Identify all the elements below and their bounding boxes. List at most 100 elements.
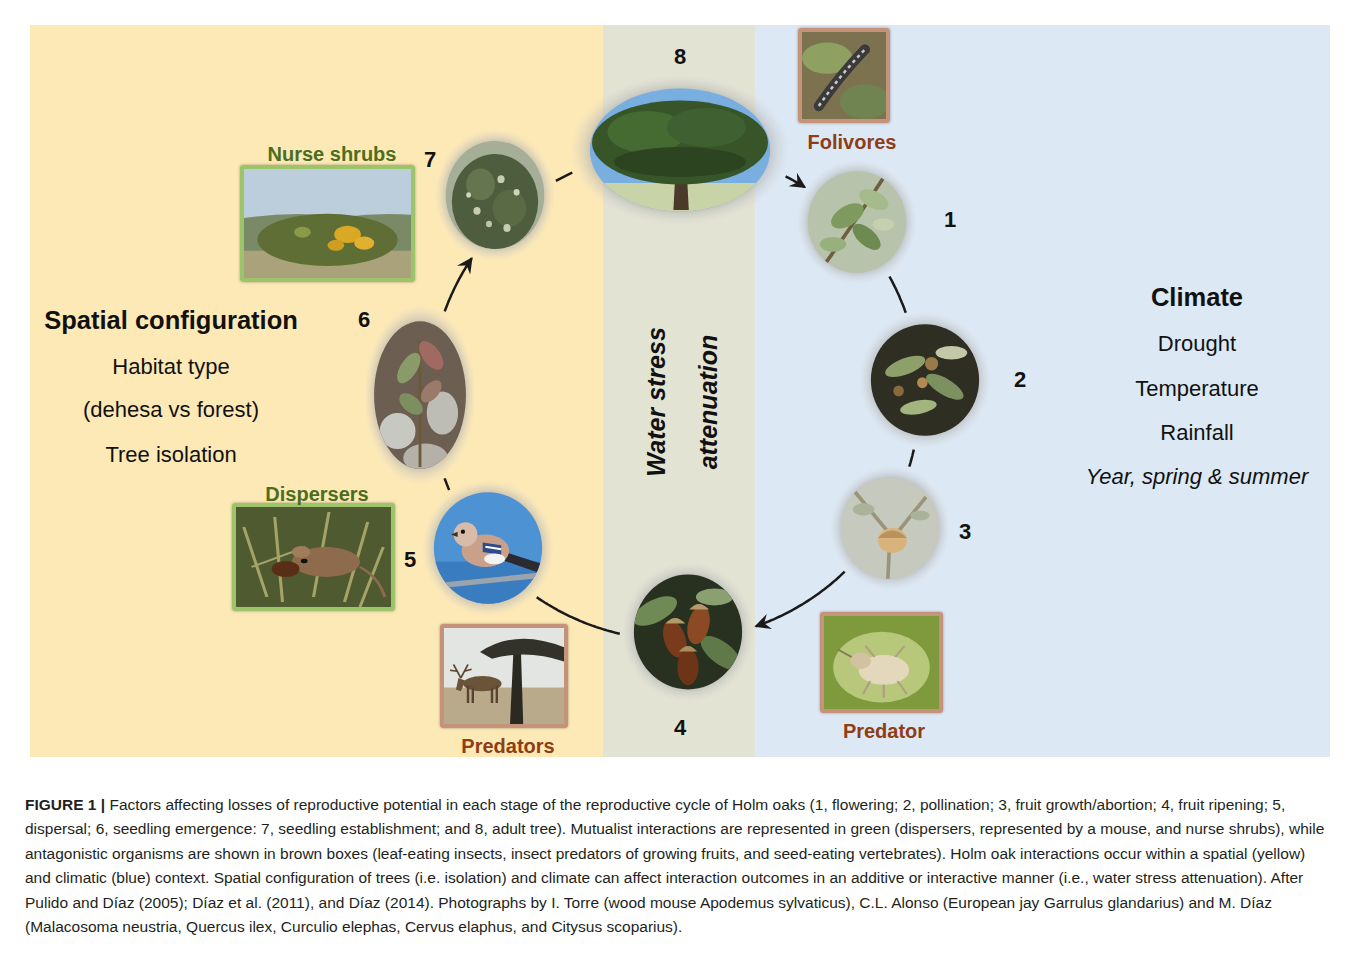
illustration-part bbox=[850, 652, 871, 669]
band-item: Habitat type bbox=[41, 354, 301, 380]
illustration-part bbox=[364, 305, 476, 485]
photo-illustration bbox=[236, 507, 391, 607]
illustration-part bbox=[859, 312, 991, 448]
band-item: Tree isolation bbox=[41, 442, 301, 468]
illustration-part bbox=[830, 466, 950, 590]
photo-illustration bbox=[244, 169, 411, 278]
illustration-part bbox=[493, 190, 527, 227]
illustration-part bbox=[859, 312, 991, 448]
photo-illustration bbox=[364, 305, 476, 485]
illustration-part bbox=[820, 237, 846, 252]
illustration-part bbox=[328, 240, 345, 251]
illustration-part bbox=[677, 649, 698, 685]
illustration-part bbox=[257, 214, 397, 266]
illustration-part bbox=[435, 129, 555, 261]
band-heading: Spatial configuration bbox=[36, 305, 306, 336]
illustration-part bbox=[878, 528, 907, 553]
illustration-part bbox=[910, 511, 929, 521]
cycle-arrow bbox=[786, 176, 805, 187]
illustration-part bbox=[666, 618, 686, 624]
interaction-label: Predators bbox=[413, 734, 603, 758]
illustration-part bbox=[497, 175, 504, 183]
illustration-part bbox=[485, 547, 501, 550]
figure-caption: FIGURE 1 | Factors affecting losses of r… bbox=[25, 793, 1335, 939]
illustration-part bbox=[483, 543, 501, 555]
antagonist-photo-box: Predators bbox=[440, 624, 568, 728]
illustration-part bbox=[917, 377, 928, 388]
band-heading: Climate bbox=[1077, 282, 1317, 313]
illustration-part bbox=[461, 530, 465, 534]
cycle-arrow bbox=[445, 258, 472, 311]
illustration-part bbox=[244, 214, 411, 278]
illustration-part bbox=[422, 480, 554, 616]
spatial-context-band: 567PredatorsDispersersNurse shrubsSpatia… bbox=[30, 25, 603, 757]
illustration-part bbox=[435, 129, 555, 261]
illustration-part bbox=[936, 346, 968, 360]
illustration-part bbox=[468, 686, 497, 703]
illustration-part bbox=[873, 218, 895, 230]
illustration-part bbox=[819, 49, 865, 106]
illustration-part bbox=[899, 397, 938, 417]
photo-illustration bbox=[422, 480, 554, 616]
band-item: (dehesa vs forest) bbox=[41, 397, 301, 423]
photo-illustration bbox=[435, 129, 555, 261]
mutualist-photo-box: Nurse shrubs bbox=[240, 165, 415, 282]
stage-circle: 8 bbox=[570, 75, 790, 225]
illustration-part bbox=[830, 466, 950, 590]
illustration-part bbox=[484, 553, 505, 564]
illustration-part bbox=[419, 376, 444, 408]
cycle-arrow bbox=[537, 597, 620, 634]
interaction-label: Dispersers bbox=[222, 482, 412, 506]
illustration-part bbox=[294, 227, 311, 238]
photo-illustration bbox=[830, 466, 950, 590]
illustration-part bbox=[364, 305, 476, 485]
illustration-part bbox=[444, 628, 564, 724]
illustration-part bbox=[403, 444, 448, 473]
illustration-part bbox=[689, 604, 709, 610]
illustration-part bbox=[840, 84, 886, 119]
cycle-arrow bbox=[909, 450, 914, 467]
illustration-part bbox=[863, 646, 907, 698]
illustration-part bbox=[444, 688, 564, 724]
interaction-label: Nurse shrubs bbox=[237, 142, 427, 166]
stage-number: 8 bbox=[660, 44, 700, 70]
photo-illustration bbox=[802, 32, 886, 119]
stage-circle: 6 bbox=[364, 305, 476, 485]
illustration-part bbox=[622, 562, 754, 702]
stage-number: 1 bbox=[930, 207, 970, 233]
illustration-part bbox=[422, 480, 554, 616]
illustration-part bbox=[244, 512, 384, 607]
illustration-part bbox=[797, 160, 917, 284]
illustration-part bbox=[923, 369, 968, 405]
illustration-part bbox=[450, 664, 472, 677]
illustration-part bbox=[878, 530, 907, 537]
band-item: Temperature bbox=[1077, 376, 1317, 402]
interaction-label: Folivores bbox=[757, 130, 947, 154]
illustration-part bbox=[236, 507, 391, 607]
photo-illustration bbox=[797, 160, 917, 284]
illustration-part bbox=[622, 562, 754, 702]
illustration-part bbox=[570, 75, 790, 225]
illustration-part bbox=[925, 357, 938, 371]
illustration-part bbox=[272, 561, 300, 577]
illustration-part bbox=[570, 75, 790, 225]
illustration-part bbox=[292, 546, 311, 558]
illustration-part bbox=[570, 75, 790, 225]
illustration-part bbox=[622, 562, 754, 702]
stage-circle: 3 bbox=[830, 466, 950, 590]
illustration-part bbox=[856, 185, 891, 214]
illustration-part bbox=[833, 632, 930, 703]
illustration-part bbox=[380, 413, 416, 449]
stage-number: 2 bbox=[1000, 367, 1040, 393]
illustration-part bbox=[398, 389, 425, 419]
stage-circle: 2 bbox=[859, 312, 991, 448]
climate-band: 123FolivoresPredatorClimateDroughtTemper… bbox=[755, 25, 1330, 757]
illustration-part bbox=[360, 567, 385, 597]
illustration-part bbox=[422, 480, 554, 616]
illustration-part bbox=[684, 603, 714, 647]
mutualist-photo-box: Dispersers bbox=[232, 503, 395, 611]
stage-number: 4 bbox=[660, 715, 700, 741]
illustration-part bbox=[679, 646, 697, 652]
illustration-part bbox=[853, 503, 875, 515]
